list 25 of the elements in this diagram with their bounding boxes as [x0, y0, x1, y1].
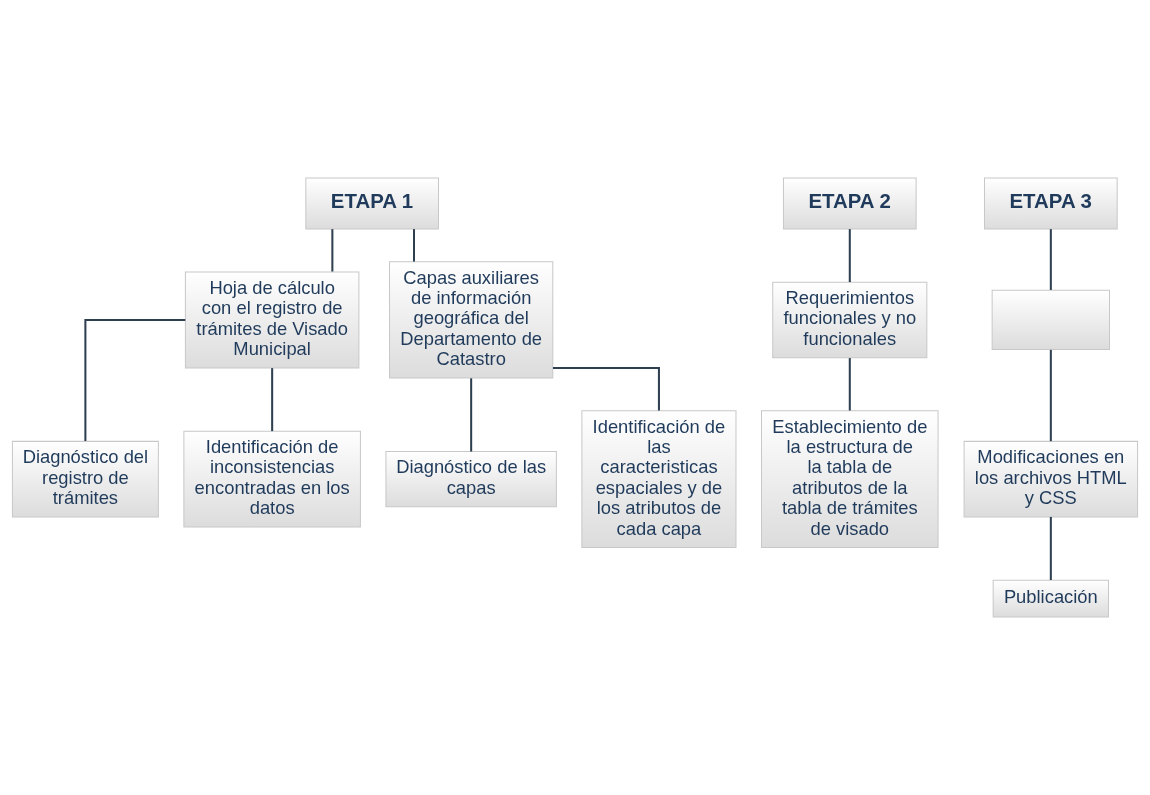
connector — [470, 378, 473, 452]
node-box: Diagnóstico de las capas — [385, 451, 557, 508]
node-box: ETAPA 1 — [305, 177, 439, 230]
connector — [553, 366, 660, 411]
node-box: ETAPA 2 — [782, 177, 917, 230]
connector — [1049, 349, 1052, 442]
node-box: ETAPA 3 — [984, 177, 1118, 230]
connector — [1049, 516, 1052, 581]
node-box — [991, 289, 1110, 351]
node-box: Diagnóstico del registro de trámites — [11, 440, 159, 518]
connector — [84, 318, 186, 441]
connector — [413, 229, 416, 262]
node-box: Modificaciones en los archivos HTML y CSS — [963, 440, 1139, 518]
connector — [331, 229, 334, 272]
connector — [1049, 229, 1052, 290]
connector — [848, 229, 851, 283]
node-box: Publicación — [992, 579, 1109, 618]
node-box: Requerimientos funcionales y no funcionales — [772, 281, 928, 359]
node-box: Identificación de inconsistencias encontradas en los datos — [183, 430, 361, 528]
node-box: Capas auxiliares de información geográfica del Departamento de Catastro — [389, 261, 554, 379]
node-box: Hoja de cálculo con el registro de trámites de Visado Municipal — [184, 271, 360, 369]
node-box: Identificación de las caracteristicas espaciales y de los atributos de cada capa — [581, 410, 737, 549]
connector — [271, 368, 274, 432]
node-box: Establecimiento de la estructura de la tabla de atributos de la tabla de trámites de visado — [761, 410, 939, 549]
connector — [848, 358, 851, 411]
